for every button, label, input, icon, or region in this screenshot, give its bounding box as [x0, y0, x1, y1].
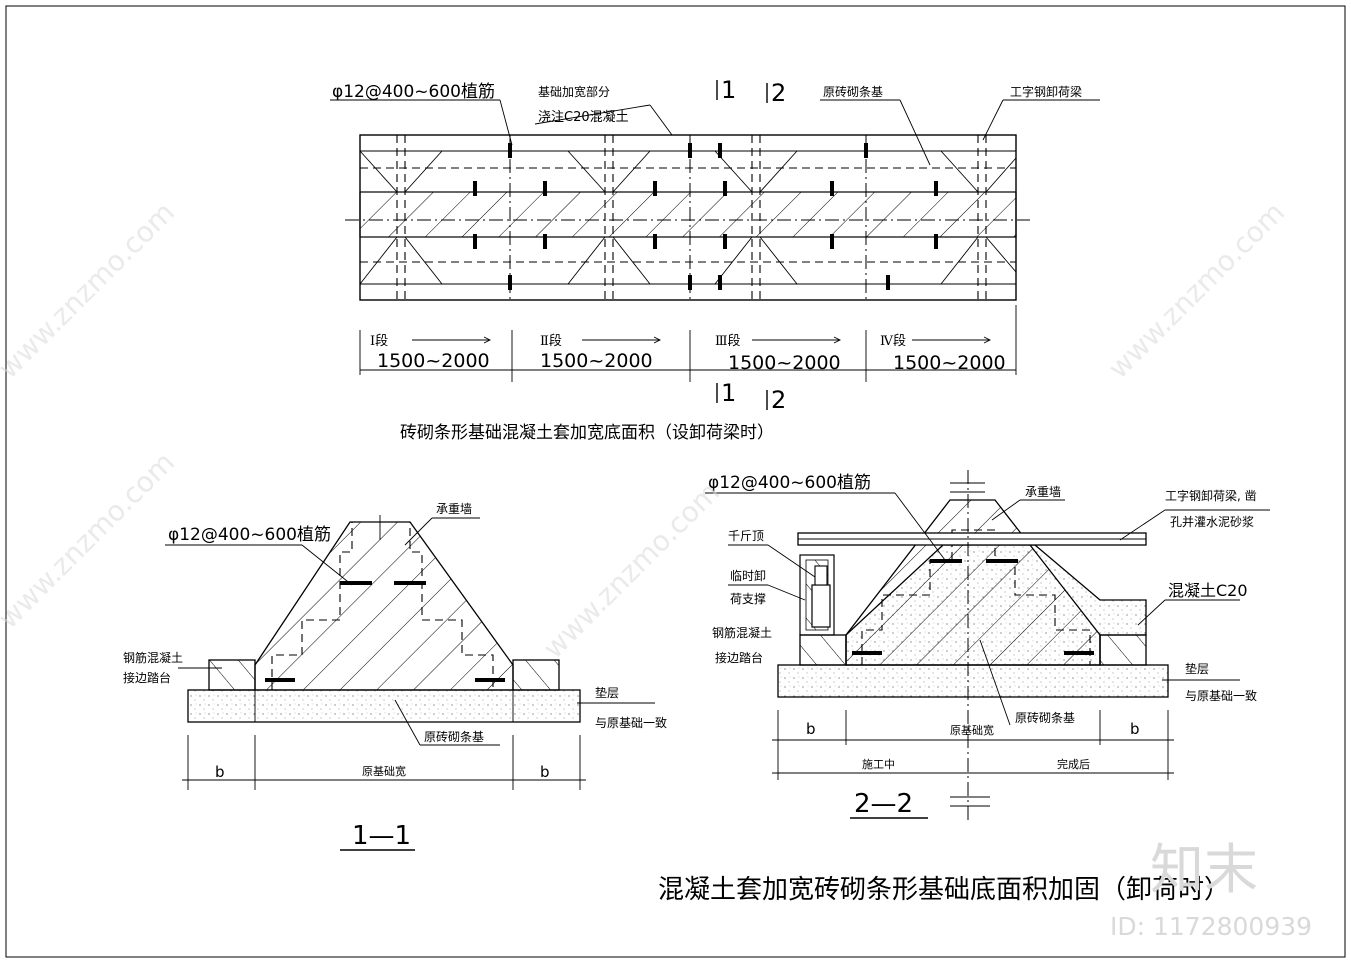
sec22-title: 2—2 [854, 789, 913, 819]
plan-label-steel: 工字钢卸荷梁 [1010, 84, 1082, 99]
plan-label-widen-1: 基础加宽部分 [538, 84, 610, 99]
plan-dim-2: 1500~2000 [540, 350, 653, 372]
sec22-dim-b-right: b [1130, 720, 1140, 738]
sec22-label-steel-1: 工字钢卸荷梁, 凿 [1165, 488, 1257, 503]
main-title: 混凝土套加宽砖砌条形基础底面积加固（卸荷时） [658, 875, 1230, 905]
plan-dim-3: 1500~2000 [728, 352, 841, 374]
sec22-label-temp-2: 荷支撑 [730, 591, 766, 606]
sec22-label-rc-2: 接边踏台 [715, 650, 763, 665]
sec22-label-cushion: 垫层 [1185, 661, 1209, 676]
sec22-dim-mid: 原基础宽 [950, 723, 994, 737]
plan-labels: φ12@400~600植筋 基础加宽部分 浇注C20混凝土 原砖砌条基 工字钢卸… [332, 76, 1082, 443]
sec11-label-rebar: φ12@400~600植筋 [168, 525, 331, 545]
plan-section-1-bottom: 1 [721, 379, 736, 407]
sec11-label-brick: 原砖砌条基 [424, 729, 484, 744]
plan-section-1-top: 1 [721, 76, 736, 104]
section-1-1 [165, 515, 655, 851]
sec22-dim-b-left: b [806, 720, 816, 738]
sec11-dim-b-right: b [540, 763, 550, 781]
sec22-label-jack: 千斤顶 [728, 529, 764, 543]
watermark-site-3: www.znzmo.com [537, 476, 726, 665]
plan-caption: 砖砌条形基础混凝土套加宽底面积（设卸荷梁时） [400, 423, 774, 443]
sec22-label-same: 与原基础一致 [1185, 689, 1257, 703]
sec11-label-cushion: 垫层 [595, 685, 619, 700]
drawing-frame [5, 5, 1346, 958]
sec11-dim-b-left: b [215, 763, 225, 781]
sec11-dim-mid: 原基础宽 [362, 764, 406, 778]
sec11-label-same: 与原基础一致 [595, 716, 667, 730]
watermarks: 知末 ID: 1172800939 www.znzmo.com www.znzm… [0, 196, 1312, 941]
plan-seg-3: Ⅲ段 [715, 334, 741, 349]
section-2-2 [705, 470, 1270, 820]
plan-dim-4: 1500~2000 [893, 352, 1006, 374]
watermark-site-1: www.znzmo.com [0, 196, 181, 385]
sec22-label-rebar: φ12@400~600植筋 [708, 473, 871, 493]
sec22-label-steel-2: 孔并灌水泥砂浆 [1170, 514, 1254, 529]
section-2-2-labels: φ12@400~600植筋 承重墙 工字钢卸荷梁, 凿 孔并灌水泥砂浆 千斤顶 … [708, 473, 1257, 819]
sec22-dim-after: 完成后 [1057, 757, 1090, 771]
plan-section-2-bottom: 2 [771, 386, 786, 414]
plan-view [330, 80, 1100, 410]
sec22-label-wall: 承重墙 [1025, 485, 1061, 499]
watermark-site-4: www.znzmo.com [1102, 196, 1291, 385]
sec11-label-rc-1: 钢筋混凝土 [123, 650, 183, 665]
plan-seg-4: Ⅳ段 [880, 334, 906, 349]
sec22-label-brick: 原砖砌条基 [1015, 710, 1075, 725]
plan-label-brick: 原砖砌条基 [823, 84, 883, 99]
plan-label-widen-2: 浇注C20混凝土 [538, 109, 629, 125]
sec11-label-wall: 承重墙 [436, 502, 472, 516]
plan-dim-1: 1500~2000 [377, 350, 490, 372]
plan-seg-1: Ⅰ段 [370, 334, 388, 349]
sec22-label-concrete: 混凝土C20 [1168, 581, 1248, 600]
sec11-label-rc-2: 接边踏台 [123, 670, 171, 685]
plan-section-2-top: 2 [771, 79, 786, 107]
plan-label-rebar: φ12@400~600植筋 [332, 82, 495, 102]
sec22-dim-during: 施工中 [862, 758, 895, 771]
sec22-label-rc-1: 钢筋混凝土 [712, 625, 772, 640]
plan-seg-2: Ⅱ段 [540, 334, 562, 349]
watermark-site-2: www.znzmo.com [0, 446, 181, 635]
section-1-1-labels: φ12@400~600植筋 承重墙 钢筋混凝土 接边踏台 垫层 与原基础一致 原… [123, 502, 667, 851]
watermark-logo: 知末 [1150, 838, 1258, 901]
sec11-title: 1—1 [352, 821, 411, 851]
sec22-label-temp-1: 临时卸 [730, 568, 766, 583]
watermark-id: ID: 1172800939 [1110, 912, 1312, 941]
